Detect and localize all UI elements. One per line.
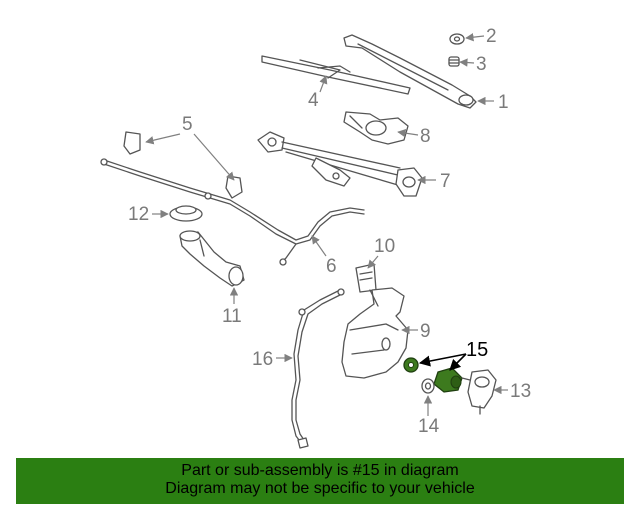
cap (448, 56, 460, 67)
callout-8[interactable]: 8 (420, 126, 431, 147)
washer-pump (461, 369, 497, 415)
bracket (355, 263, 377, 293)
seal-part-15 (403, 357, 463, 393)
callout-16[interactable]: 16 (252, 349, 273, 370)
wiper-arm (343, 34, 477, 109)
callout-11[interactable]: 11 (222, 306, 242, 327)
callout-13[interactable]: 13 (510, 381, 531, 402)
nut (449, 33, 465, 45)
leader-lines (145, 32, 508, 416)
callout-14[interactable]: 14 (418, 416, 440, 437)
callout-2[interactable]: 2 (486, 26, 497, 47)
wiper-linkage (257, 131, 423, 197)
washer-reservoir (341, 287, 409, 379)
callout-6[interactable]: 6 (326, 256, 337, 277)
washer-hose (291, 288, 345, 449)
reservoir-cap (169, 205, 203, 222)
wiper-blade (261, 55, 411, 95)
callout-10[interactable]: 10 (374, 236, 395, 257)
grommet (421, 378, 435, 394)
callout-9[interactable]: 9 (420, 321, 431, 342)
callout-1[interactable]: 1 (498, 92, 509, 113)
washer-hose-assembly (100, 131, 365, 266)
callout-3[interactable]: 3 (476, 54, 487, 75)
banner-line-1: Part or sub-assembly is #15 in diagram (181, 462, 459, 479)
filler-neck (179, 230, 245, 287)
callout-4[interactable]: 4 (308, 90, 319, 111)
callout-12[interactable]: 12 (128, 204, 149, 225)
wiper-motor (343, 111, 409, 145)
highlight-banner: Part or sub-assembly is #15 in diagram D… (16, 458, 624, 504)
callout-7[interactable]: 7 (440, 171, 451, 192)
callout-15[interactable]: 15 (466, 339, 488, 361)
callout-5[interactable]: 5 (182, 114, 193, 135)
banner-line-2: Diagram may not be specific to your vehi… (165, 480, 475, 497)
